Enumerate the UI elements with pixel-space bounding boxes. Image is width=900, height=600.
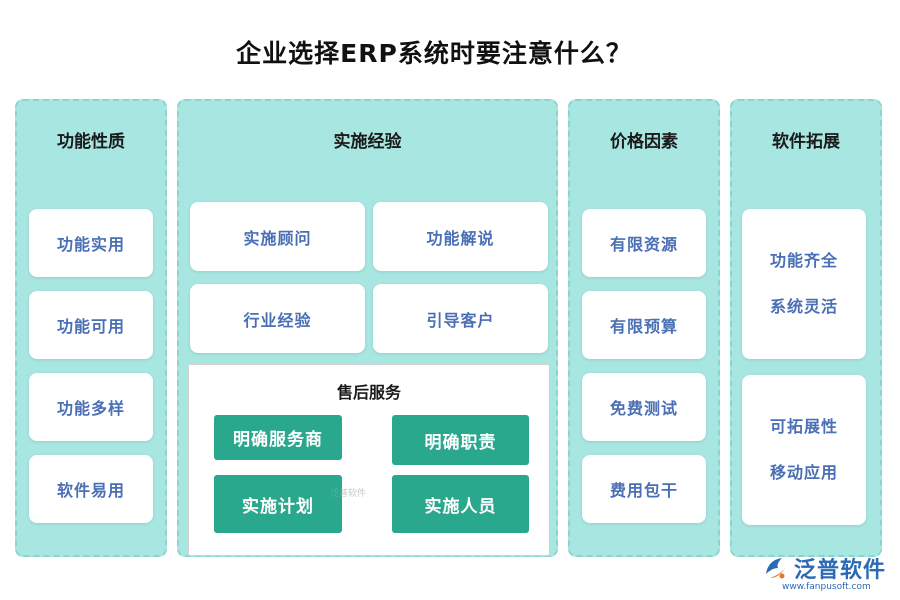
- extension-card: 可拓展性 移动应用: [742, 375, 866, 525]
- brand-name: 泛普软件: [794, 558, 887, 583]
- after-sales-title: 售后服务: [336, 383, 401, 402]
- extension-item: 系统灵活: [769, 297, 838, 316]
- price-item: 费用包干: [582, 455, 706, 523]
- functional-item: 软件易用: [29, 455, 153, 523]
- price-column: 价格因素 有限资源 有限预算 免费测试 费用包干: [568, 99, 720, 557]
- extension-card: 功能齐全 系统灵活: [742, 209, 866, 359]
- extension-item: 移动应用: [769, 463, 838, 482]
- extension-item: 可拓展性: [769, 417, 838, 436]
- after-sales-item: 明确服务商: [214, 415, 342, 460]
- after-sales-item: 实施计划: [214, 475, 342, 533]
- functional-heading: 功能性质: [57, 132, 125, 152]
- extension-column: 软件拓展 功能齐全 系统灵活 可拓展性 移动应用: [730, 99, 882, 557]
- page-title: 企业选择ERP系统时要注意什么？: [236, 39, 632, 68]
- implementation-item: 引导客户: [373, 284, 548, 353]
- brand-url: www.fanpusoft.com: [782, 582, 871, 592]
- functional-item: 功能可用: [29, 291, 153, 359]
- after-sales-item: 明确职责: [392, 415, 529, 465]
- watermark: 泛普软件: [330, 489, 367, 499]
- after-sales-item: 实施人员: [392, 475, 529, 533]
- implementation-item: 功能解说: [373, 202, 548, 271]
- implementation-item: 实施顾问: [190, 202, 365, 271]
- implementation-heading: 实施经验: [333, 132, 402, 152]
- price-item: 有限资源: [582, 209, 706, 277]
- brand-logo-icon: [766, 558, 786, 579]
- functional-item: 功能多样: [29, 373, 153, 441]
- price-item: 有限预算: [582, 291, 706, 359]
- brand-logo: 泛普软件 www.fanpusoft.com: [762, 552, 894, 596]
- functional-item: 功能实用: [29, 209, 153, 277]
- extension-heading: 软件拓展: [772, 132, 840, 152]
- functional-column: 功能性质 功能实用 功能可用 功能多样 软件易用: [15, 99, 167, 557]
- implementation-item: 行业经验: [190, 284, 365, 353]
- price-item: 免费测试: [582, 373, 706, 441]
- price-heading: 价格因素: [610, 132, 678, 152]
- extension-item: 功能齐全: [769, 251, 838, 270]
